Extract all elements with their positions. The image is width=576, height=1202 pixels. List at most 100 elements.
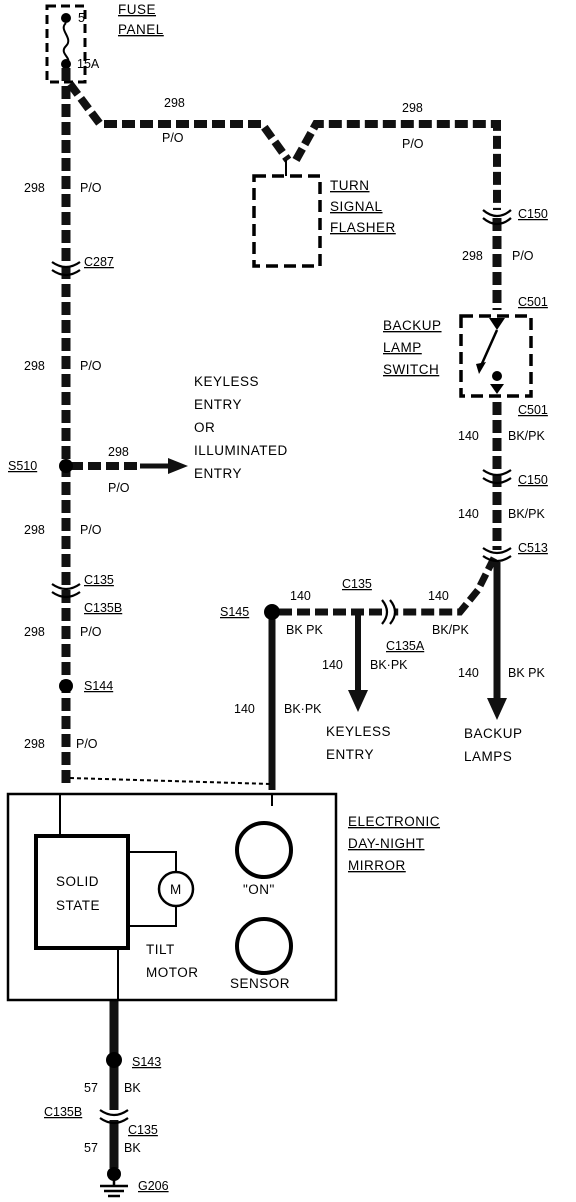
wire-298-top-left-number: 298 (164, 96, 185, 110)
wire-57-lower-number: 57 (84, 1141, 98, 1155)
backup-lamps-label-1: BACKUP (464, 726, 523, 741)
wire-298-top-right-color: P/O (402, 137, 424, 151)
wire-57-upper-color: BK (124, 1081, 141, 1095)
wire-140-right-2-color: BK/PK (508, 507, 545, 521)
wire-140-right-2-number: 140 (458, 507, 479, 521)
backup-lamps-label-2: LAMPS (464, 749, 512, 764)
splice-s145-label: S145 (220, 605, 249, 619)
wire-140-s145-color: BK·PK (284, 702, 322, 716)
keyless-illum-label-5: ENTRY (194, 466, 242, 481)
wire-140-horiz-left-number: 140 (290, 589, 311, 603)
keyless-illum-label-1: KEYLESS (194, 374, 259, 389)
solid-state-label-1: SOLID (56, 874, 99, 889)
connector-c501-top-label: C501 (518, 295, 548, 309)
connector-c513-label: C513 (518, 541, 548, 555)
fuse-panel-title-1: FUSE (118, 2, 156, 17)
wire-298-top-left-color: P/O (162, 131, 184, 145)
arrow-down-keyless-entry (348, 690, 368, 712)
ground-symbol (100, 1178, 128, 1198)
wire-140-horiz-right-color: BK/PK (432, 623, 469, 637)
electronic-day-night-mirror: SOLID STATE M TILT MOTOR "ON" SENSOR ELE… (6, 792, 440, 1002)
wire-298-left-3-color: P/O (80, 523, 102, 537)
splice-s143-dot (106, 1052, 122, 1068)
wire-298-left-1-number: 298 (24, 181, 45, 195)
wire-298-right-color: P/O (512, 249, 534, 263)
connector-symbols (51, 209, 512, 1125)
wire-298-left-2-color: P/O (80, 359, 102, 373)
flasher-label-3: FLASHER (330, 220, 396, 235)
wire-298-left-4-number: 298 (24, 625, 45, 639)
wires (61, 68, 502, 1168)
tilt-motor-label-2: MOTOR (146, 965, 199, 980)
arrow-down-backup-lamps (487, 698, 507, 720)
splice-s144-dot (59, 679, 73, 693)
tilt-motor-symbol (157, 870, 195, 908)
connector-c501-bottom-label: C501 (518, 403, 548, 417)
tilt-motor-label-1: TILT (146, 942, 175, 957)
wire-140-right-1-number: 140 (458, 429, 479, 443)
splice-s144-label: S144 (84, 679, 113, 693)
wire-298-s510-color: P/O (108, 481, 130, 495)
wire-298-right-number: 298 (462, 249, 483, 263)
flasher-label-2: SIGNAL (330, 199, 383, 214)
solid-state-module (34, 834, 130, 950)
mirror-title-1: ELECTRONIC (348, 814, 440, 829)
connector-c135a-label: C135A (386, 639, 425, 653)
wire-57-lower-color: BK (124, 1141, 141, 1155)
wire-140-right-3-color: BK PK (508, 666, 545, 680)
wire-140-right-1-color: BK/PK (508, 429, 545, 443)
wire-57-upper-number: 57 (84, 1081, 98, 1095)
connector-c150-mid-label: C150 (518, 473, 548, 487)
connector-labels: C287 C150 C501 C501 C150 C513 C135 C135B… (8, 207, 548, 1137)
keyless-entry-label-1: KEYLESS (326, 724, 391, 739)
solid-state-label-2: STATE (56, 898, 100, 913)
wire-298-left-5-color: P/O (76, 737, 98, 751)
turn-signal-flasher: TURN SIGNAL FLASHER (252, 160, 396, 268)
keyless-illum-label-3: OR (194, 420, 215, 435)
keyless-illum-label-2: ENTRY (194, 397, 242, 412)
connector-c135b-left-label: C135B (84, 601, 122, 615)
sensor-label: SENSOR (230, 976, 290, 991)
mirror-title-3: MIRROR (348, 858, 406, 873)
arrows (168, 458, 507, 720)
switch-label-1: BACKUP (383, 318, 442, 333)
fuse-panel-title-2: PANEL (118, 22, 164, 37)
keyless-entry-label-2: ENTRY (326, 747, 374, 762)
wire-298-left-1-color: P/O (80, 181, 102, 195)
wire-140-horiz-right-number: 140 (428, 589, 449, 603)
wire-140-horiz-left-color: BK PK (286, 623, 323, 637)
on-label: "ON" (243, 882, 275, 897)
wire-140-keyless-number: 140 (322, 658, 343, 672)
wire-298-left-3-number: 298 (24, 523, 45, 537)
wire-140-keyless-color: BK·PK (370, 658, 408, 672)
switch-label-3: SWITCH (383, 362, 439, 377)
mirror-title-2: DAY-NIGHT (348, 836, 425, 851)
keyless-illum-label-4: ILLUMINATED (194, 443, 288, 458)
destination-labels: KEYLESS ENTRY OR ILLUMINATED ENTRY KEYLE… (194, 374, 523, 764)
fuse-panel: 5 15A FUSE PANEL (45, 2, 164, 84)
splice-s510-dot (59, 459, 73, 473)
arrow-right-keyless-entry-illum (168, 458, 188, 474)
splice-s510-label: S510 (8, 459, 37, 473)
on-photocell (235, 821, 293, 879)
splice-dots (59, 459, 280, 1181)
flasher-label-1: TURN (330, 178, 370, 193)
connector-c150-top-label: C150 (518, 207, 548, 221)
wire-298-left-5-number: 298 (24, 737, 45, 751)
wire-298-left-2-number: 298 (24, 359, 45, 373)
connector-c287-label: C287 (84, 255, 114, 269)
wire-298-left-4-color: P/O (80, 625, 102, 639)
connector-c135-left-label: C135 (84, 573, 114, 587)
backup-lamp-switch: BACKUP LAMP SWITCH (383, 314, 533, 398)
wire-140-right-3-number: 140 (458, 666, 479, 680)
motor-m-label: M (170, 882, 182, 897)
sensor-photocell (235, 917, 293, 975)
wire-labels: 298 P/O 298 P/O 298 P/O 298 P/O 298 P/O … (24, 96, 545, 1155)
fuse-pin-5: 5 (78, 11, 85, 25)
ground-dot (107, 1167, 121, 1181)
connector-c135-horiz-label: C135 (342, 577, 372, 591)
connector-c135b-bottom-label: C135B (44, 1105, 82, 1119)
wire-298-s510-number: 298 (108, 445, 129, 459)
splice-s145-dot (264, 604, 280, 620)
